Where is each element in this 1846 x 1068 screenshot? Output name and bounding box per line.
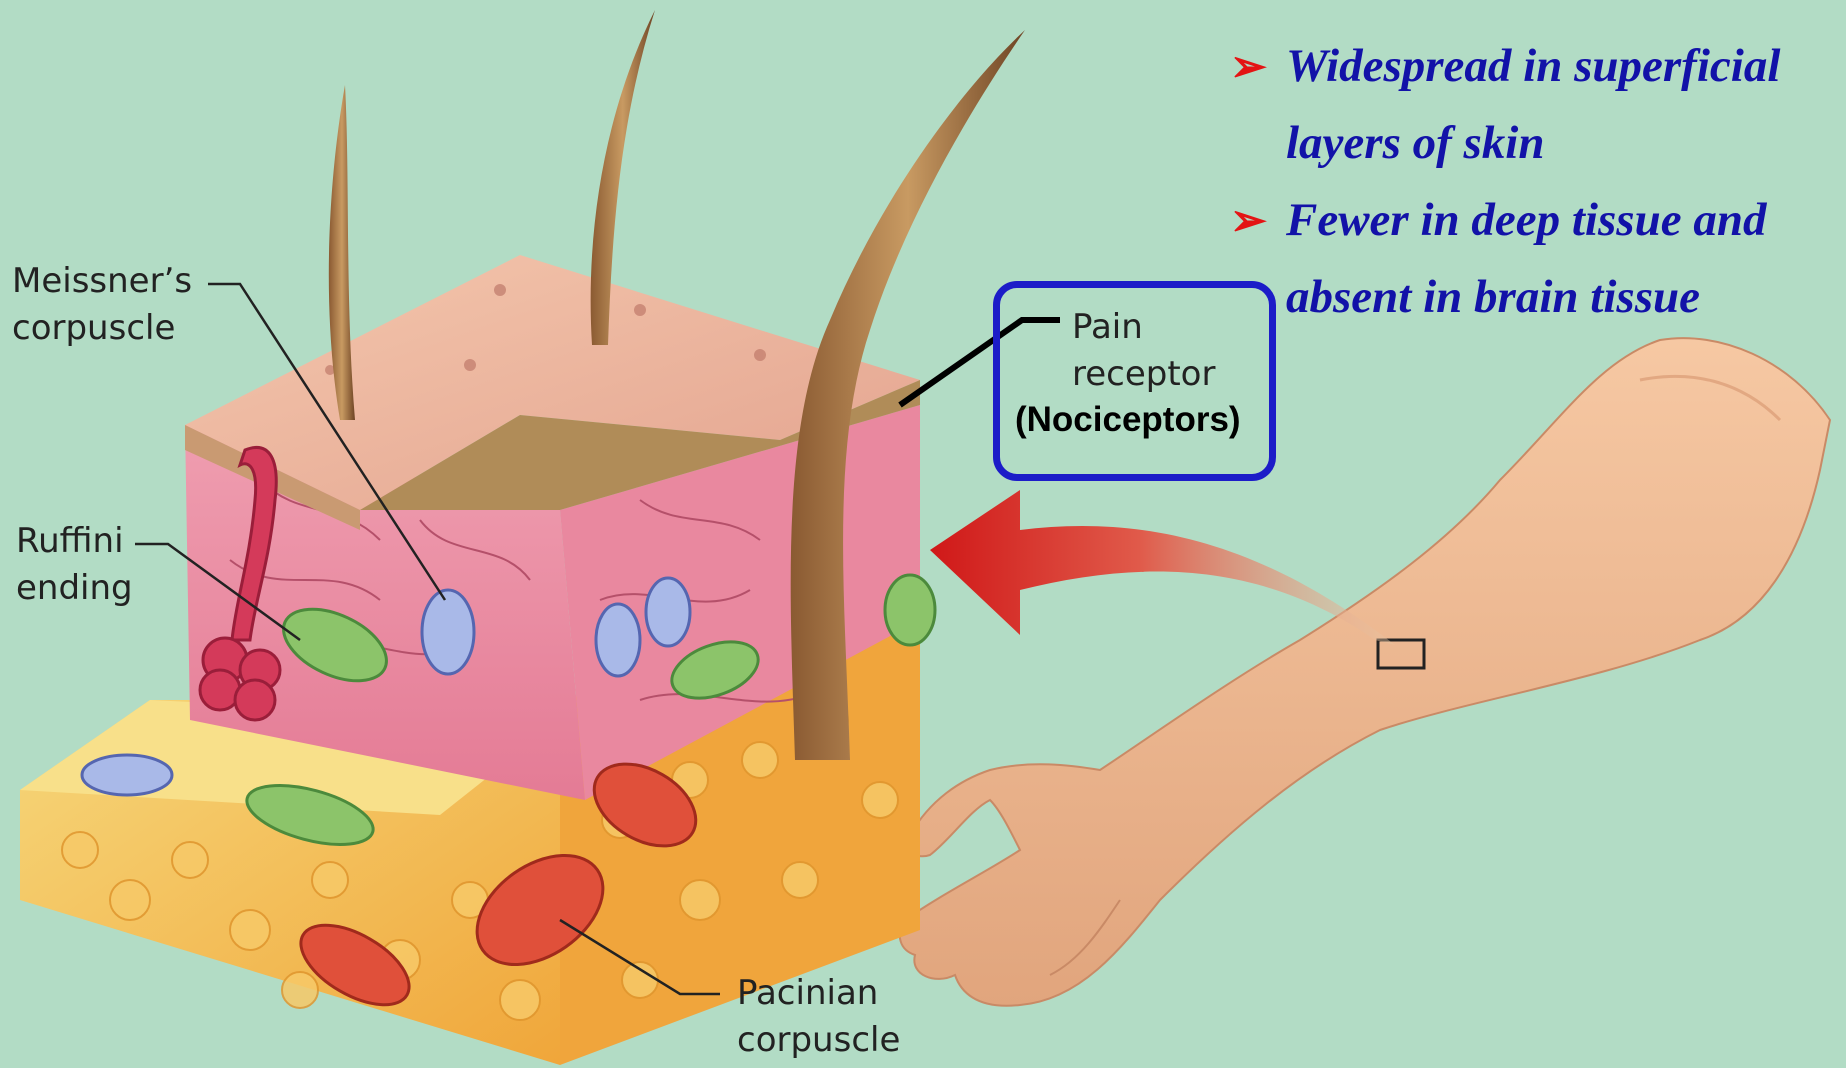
label-meissner-line1: Meissner’s [12, 258, 192, 305]
label-pacinian: Pacinian corpuscle [737, 970, 900, 1064]
bullet-2-line1: Fewer in deep tissue and [1286, 182, 1846, 259]
label-meissner-line2: corpuscle [12, 305, 192, 352]
label-ruffini-line2: ending [16, 565, 133, 612]
bullet-1-line2: layers of skin [1286, 105, 1846, 182]
label-pain-line1: Pain [1072, 304, 1215, 351]
label-pain-receptor: Pain receptor [1072, 304, 1215, 398]
bullet-item: ➢ Fewer in deep tissue and absent in bra… [1230, 182, 1846, 336]
bullet-list: ➢ Widespread in superficial layers of sk… [1230, 28, 1846, 336]
label-pacinian-line2: corpuscle [737, 1017, 900, 1064]
bullet-item: ➢ Widespread in superficial layers of sk… [1230, 28, 1846, 182]
label-nociceptors: (Nociceptors) [1015, 400, 1241, 440]
label-ruffini-line1: Ruffini [16, 518, 133, 565]
red-arrow-bullet-icon: ➢ [1230, 28, 1267, 105]
red-arrow-bullet-icon: ➢ [1230, 182, 1267, 259]
label-meissner: Meissner’s corpuscle [12, 258, 192, 352]
label-pain-line2: receptor [1072, 351, 1215, 398]
label-pacinian-line1: Pacinian [737, 970, 900, 1017]
bullet-1-line1: Widespread in superficial [1286, 28, 1846, 105]
bullet-2-line2: absent in brain tissue [1286, 259, 1846, 336]
direction-arrow [930, 490, 1395, 645]
label-ruffini: Ruffini ending [16, 518, 133, 612]
